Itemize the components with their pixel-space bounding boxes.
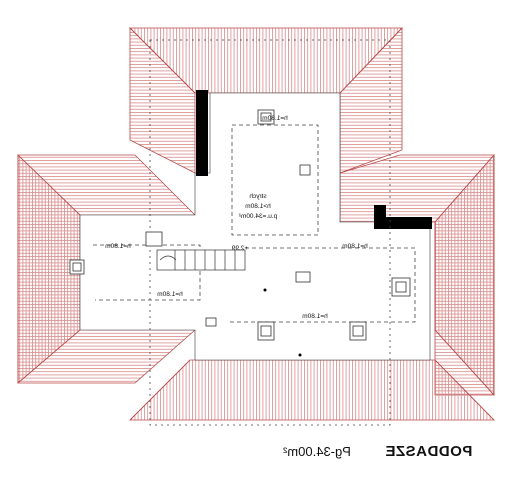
level-mark: +2.99 [231,245,248,252]
roof-top-wing [129,27,403,174]
roof-bottom-wing [129,359,495,421]
room-usable-area: p.u.=34.00m² [238,213,277,220]
wall-segment-right-vertical [374,205,386,229]
height-mark-left: h=1.80m [105,243,130,250]
height-mark-upper: h=1.80m [262,115,287,122]
height-mark-right: h=1.80m [342,243,367,250]
wall-segment-right [374,217,432,229]
room-name: strych [249,193,267,200]
room-height: h>1.80m [245,203,270,210]
height-mark-left-lower: h=1.80m [157,291,182,298]
area-caption: Pg-34.00m² [283,444,351,459]
height-mark-bottom: h=1.80m [302,313,327,320]
attic-floor-area [79,92,431,361]
room-labels: strych h>1.80m p.u.=34.00m² +2.99 h=1.80… [105,115,367,320]
drawing-title: PODDASZE [385,443,473,460]
staircase [156,249,246,271]
wall-segment-left [196,90,208,176]
vent-squares [69,109,411,341]
